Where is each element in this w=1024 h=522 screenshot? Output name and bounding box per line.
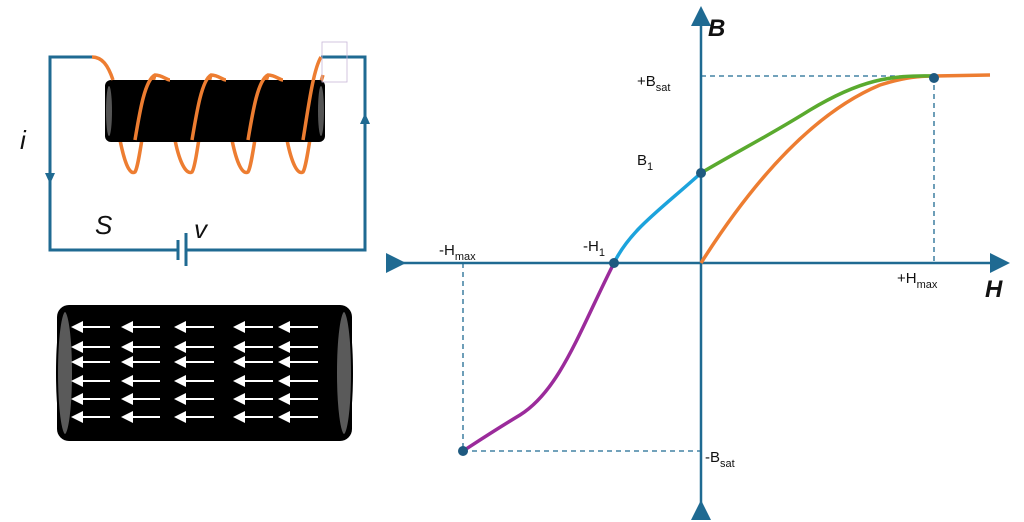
- circuit-wire: [48, 55, 367, 252]
- initial-magnetization-curve: [699, 73, 991, 264]
- switch-label: S: [95, 210, 113, 240]
- b1-label: B1: [637, 152, 653, 173]
- coil-front: [91, 55, 323, 141]
- pos-bsat-label: +Bsat: [637, 73, 670, 94]
- point-b1: [696, 168, 706, 178]
- demagnetization-curve-to-coercive: [612, 171, 703, 264]
- voltage-label: v: [194, 214, 209, 244]
- key-points: [458, 73, 939, 456]
- point-neg-saturation: [458, 446, 468, 456]
- reverse-magnetization-curve: [462, 262, 616, 453]
- demagnetization-curve-upper: [700, 74, 935, 175]
- h-axis-label: H: [985, 276, 1003, 303]
- bh-graph: B H +Bsat -Bsat B1 -H1 +Hmax -Hmax: [386, 6, 1010, 520]
- current-arrow-down: [45, 173, 55, 184]
- magnetized-core: [56, 305, 353, 441]
- pos-hmax-label: +Hmax: [897, 270, 938, 291]
- core-end: [106, 86, 112, 136]
- neg-h1-label: -H1: [583, 238, 605, 259]
- current-label: i: [20, 125, 27, 155]
- core-end: [318, 86, 324, 136]
- battery-icon: [176, 233, 188, 266]
- point-saturation: [929, 73, 939, 83]
- iron-core: [105, 80, 325, 142]
- selection-box: [321, 41, 348, 83]
- solenoid-circuit: i S v: [20, 41, 370, 266]
- current-arrow-up: [360, 113, 370, 124]
- b-axis-label: B: [708, 15, 725, 42]
- neg-hmax-label: -Hmax: [439, 242, 476, 263]
- point-neg-h1: [609, 258, 619, 268]
- neg-bsat-label: -Bsat: [705, 449, 735, 470]
- guide-lines: [462, 75, 935, 452]
